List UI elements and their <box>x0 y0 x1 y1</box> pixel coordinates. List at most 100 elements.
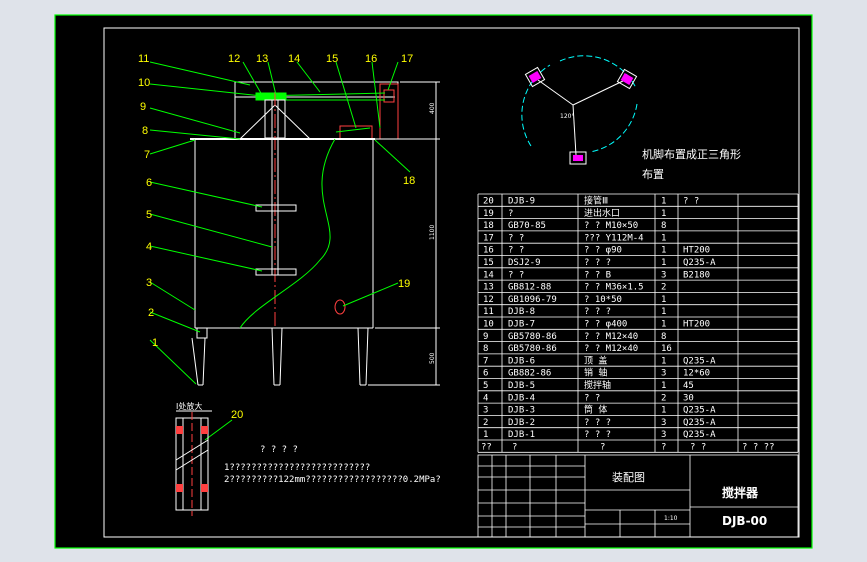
bom-cell-name: 进出水口 <box>584 207 620 219</box>
bom-cell-qty: 1 <box>661 246 666 256</box>
bom-cell-qty: 1 <box>661 209 666 219</box>
bom-header-no: ?? <box>481 443 492 453</box>
bom-cell-material: HT200 <box>683 320 710 330</box>
assembly-view <box>190 81 440 386</box>
bom-cell-qty: 2 <box>661 283 666 293</box>
bom-cell-code: DSJ2-9 <box>508 258 541 268</box>
bom-cell-qty: 1 <box>661 406 666 416</box>
bom-cell-name: ? 10*50 <box>584 295 622 305</box>
bom-cell-qty: 1 <box>661 233 666 243</box>
bom-cell-no: 7 <box>483 356 488 366</box>
layout-note: 机脚布置成正三角形 <box>642 147 741 161</box>
drawing-name: 搅拌器 <box>722 485 759 500</box>
balloon-19: 19 <box>398 278 410 290</box>
bom-cell-material: 30 <box>683 393 694 403</box>
bom-cell-code: DJB-5 <box>508 381 535 391</box>
bom-cell-name: ? ? φ400 <box>584 320 627 330</box>
bom-cell-qty: 1 <box>661 381 666 391</box>
bom-cell-no: 17 <box>483 233 494 243</box>
bom-cell-qty: 8 <box>661 332 666 342</box>
balloon-6: 6 <box>146 177 152 189</box>
drawing-type: 装配图 <box>612 471 645 484</box>
bom-cell-qty: 3 <box>661 369 666 379</box>
layout-note-2: 布置 <box>642 168 664 181</box>
balloon-15: 15 <box>326 53 338 65</box>
bom-cell-qty: 16 <box>661 344 672 354</box>
dim-body: 1100 <box>429 225 436 240</box>
balloon-18: 18 <box>403 175 415 187</box>
bom-cell-material: Q235-A <box>683 430 716 440</box>
bom-cell-no: 11 <box>483 307 494 317</box>
bom-cell-material: ? ? <box>683 197 699 207</box>
note-2: 2?????????122mm??????????????????0.2MPa? <box>224 475 441 485</box>
bom-cell-name: 顶 盖 <box>584 354 607 366</box>
detail-view: I处放大 <box>175 401 212 516</box>
drawing-scale: 1:10 <box>664 515 678 522</box>
notes-title: ? ? ? ? <box>260 445 298 455</box>
bom-cell-name: ? ? ? <box>584 430 611 440</box>
bom-cell-material: Q235-A <box>683 258 716 268</box>
bom-cell-code: GB70-85 <box>508 221 546 231</box>
bom-header-name: ? <box>600 443 605 453</box>
bom-header-material: ? ? <box>690 443 706 453</box>
bom-cell-name: 销 轴 <box>584 367 607 379</box>
detail-label: I处放大 <box>176 401 202 411</box>
bom-cell-no: 8 <box>483 344 488 354</box>
bom-cell-material: B2180 <box>683 270 710 280</box>
bom-cell-qty: 1 <box>661 197 666 207</box>
bom-cell-qty: 1 <box>661 307 666 317</box>
bom-cell-no: 9 <box>483 332 488 342</box>
bom-cell-name: ? ? M36×1.5 <box>584 283 644 293</box>
bom-cell-qty: 1 <box>661 320 666 330</box>
bom-cell-code: DJB-9 <box>508 197 535 207</box>
bom-cell-code: ? ? <box>508 270 524 280</box>
bom-cell-code: DJB-6 <box>508 356 535 366</box>
bom-cell-name: ? ? ? <box>584 418 611 428</box>
bom-cell-code: DJB-1 <box>508 430 535 440</box>
bom-header-qty: ? <box>661 443 666 453</box>
bom-cell-no: 2 <box>483 418 488 428</box>
bom-cell-qty: 1 <box>661 258 666 268</box>
bom-cell-code: GB812-88 <box>508 283 551 293</box>
bom-cell-no: 10 <box>483 320 494 330</box>
balloon-12: 12 <box>228 53 240 65</box>
title-block <box>477 454 799 538</box>
bom-cell-name: ? ? M12×40 <box>584 344 638 354</box>
bom-cell-material: Q235-A <box>683 356 716 366</box>
balloon-3: 3 <box>146 277 152 289</box>
bom-cell-name: 搅拌轴 <box>584 379 611 391</box>
bom-cell-code: DJB-3 <box>508 406 535 416</box>
bom-cell-code: GB1096-79 <box>508 295 557 305</box>
bom-cell-name: 筒 体 <box>584 404 607 416</box>
bom-cell-name: ? ? ? <box>584 258 611 268</box>
balloon-7: 7 <box>144 149 150 161</box>
bom-cell-no: 5 <box>483 381 488 391</box>
bom-cell-qty: 1 <box>661 356 666 366</box>
bom-cell-code: ? ? <box>508 233 524 243</box>
balloon-8: 8 <box>142 125 148 137</box>
bom-cell-code: GB5780-86 <box>508 332 557 342</box>
bom-cell-no: 3 <box>483 406 488 416</box>
angle-label: 120° <box>560 113 574 120</box>
bom-cell-qty: 8 <box>661 221 666 231</box>
bom-cell-name: ??? Y112M-4 <box>584 233 644 243</box>
balloon-2: 2 <box>148 307 154 319</box>
balloon-4: 4 <box>146 241 152 253</box>
bom-cell-qty: 3 <box>661 270 666 280</box>
bom-cell-qty: 3 <box>661 418 666 428</box>
bom-cell-name: ? ? M10×50 <box>584 221 638 231</box>
balloon-20: 20 <box>231 409 243 421</box>
bom-header-extra: ? ? ?? <box>742 443 775 453</box>
bom-cell-qty: 1 <box>661 295 666 305</box>
bom-cell-material: 12*60 <box>683 369 710 379</box>
bom-cell-name: 接管Ⅲ <box>584 195 608 207</box>
bom-cell-name: ? ? B <box>584 270 611 280</box>
bom-cell-no: 14 <box>483 270 494 280</box>
dimension-labels: 400 1100 500 <box>429 102 436 364</box>
bom-cell-material: Q235-A <box>683 406 716 416</box>
bom-cell-no: 18 <box>483 221 494 231</box>
bom-cell-code: DJB-2 <box>508 418 535 428</box>
dim-top: 400 <box>429 102 436 114</box>
